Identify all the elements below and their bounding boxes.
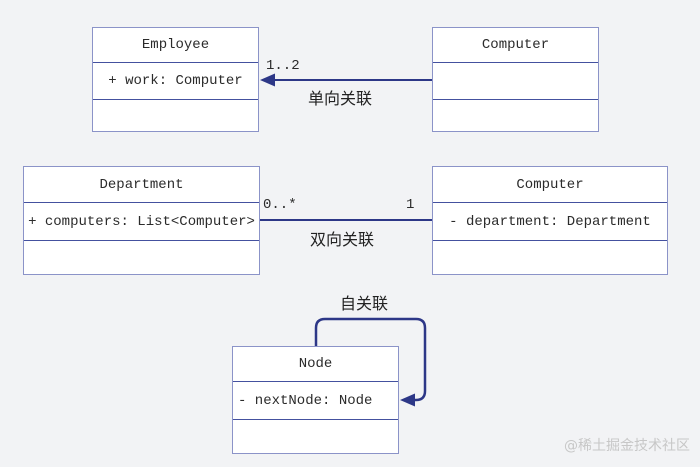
class-operations-empty (93, 99, 258, 131)
association-line-self-loop (314, 317, 427, 402)
class-operations-empty (433, 99, 598, 131)
class-name: Department (99, 176, 184, 193)
arrowhead-self-left-icon (400, 393, 415, 407)
class-operations-empty (233, 419, 398, 453)
class-name: Node (298, 356, 333, 372)
class-box-computer-middle: Computer - department: Department (432, 166, 668, 275)
class-name: Computer (481, 37, 550, 53)
arrowhead-directed-left-icon (260, 73, 275, 87)
class-operations-empty (433, 240, 667, 274)
class-attribute: + work: Computer (93, 62, 258, 99)
class-box-department: Department + computers: List<Computer> (23, 166, 260, 275)
class-attribute: - department: Department (433, 202, 667, 240)
class-name: Employee (141, 37, 210, 53)
class-box-computer-top: Computer (432, 27, 599, 132)
multiplicity-label: 0..* (263, 197, 297, 213)
class-name: Computer (516, 176, 584, 193)
association-label-bidirectional: 双向关联 (310, 230, 375, 249)
class-operations-empty (24, 240, 259, 274)
watermark: @稀土掘金技术社区 (564, 438, 690, 454)
association-label-directed: 单向关联 (308, 89, 373, 108)
class-attribute: + computers: List<Computer> (24, 202, 259, 240)
multiplicity-label: 1..2 (266, 58, 300, 74)
class-attribute: - nextNode: Node (233, 381, 398, 419)
class-attribute (433, 62, 598, 99)
multiplicity-label: 1 (406, 197, 415, 213)
association-label-self: 自关联 (340, 294, 389, 313)
class-box-employee: Employee + work: Computer (92, 27, 259, 132)
class-box-node: Node - nextNode: Node (232, 346, 399, 454)
